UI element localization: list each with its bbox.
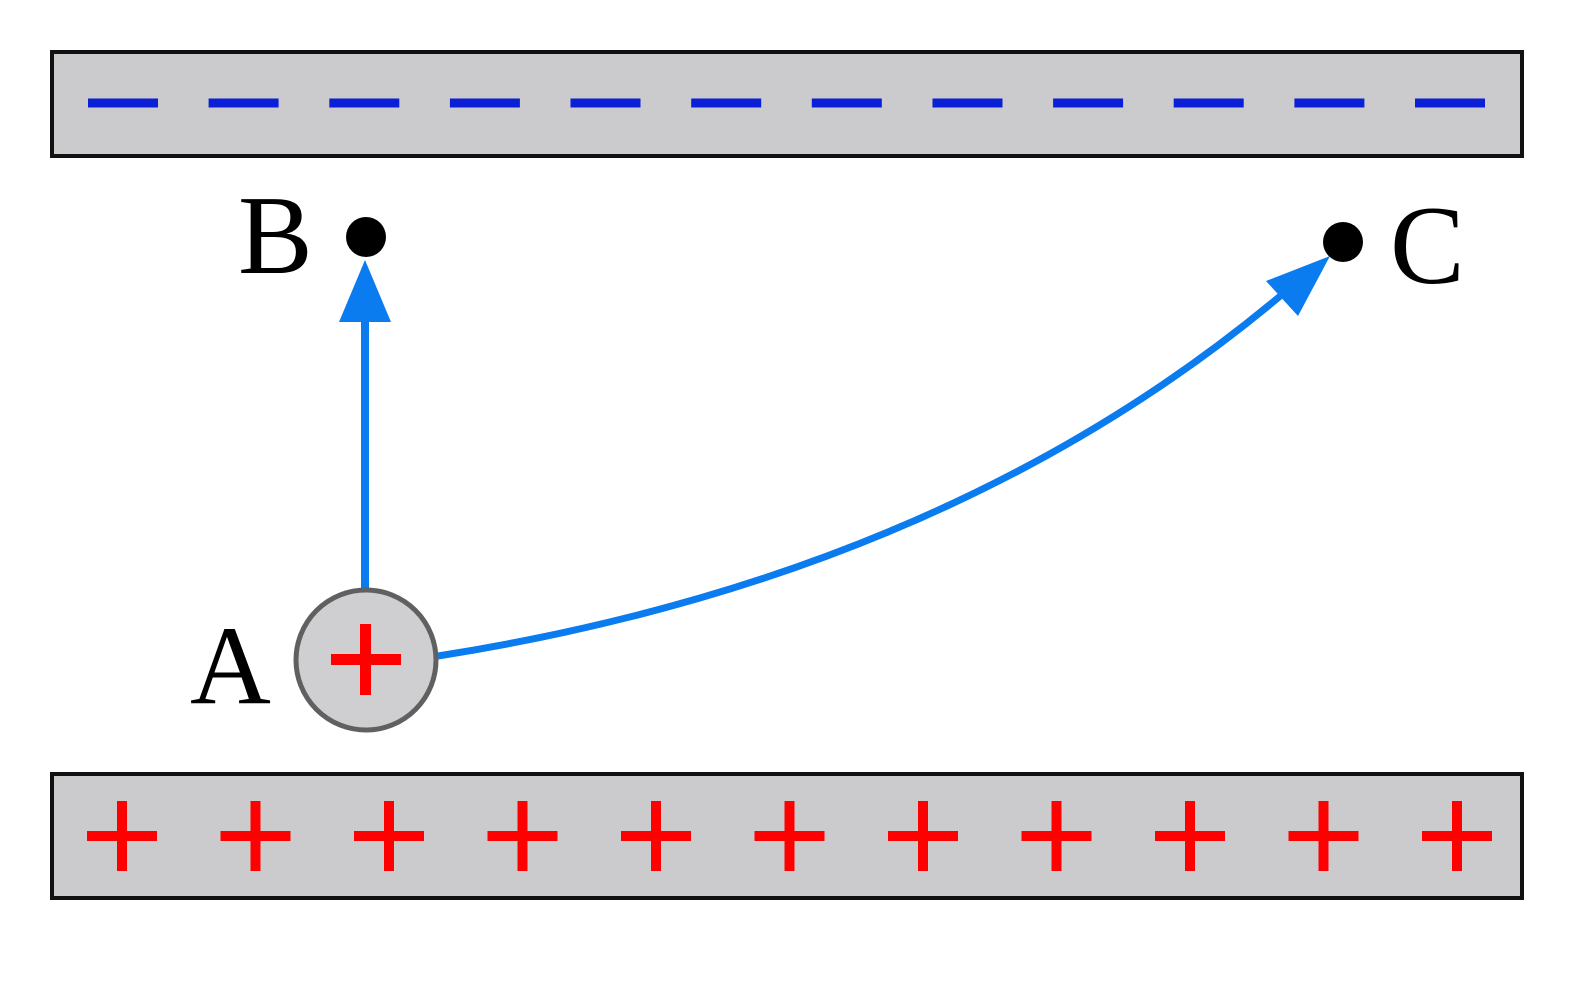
positive-charge	[754, 801, 825, 871]
arrowhead-b	[339, 260, 391, 322]
positive-charge	[220, 801, 291, 871]
particle-plus-sign	[331, 624, 401, 695]
negative-charge	[1053, 98, 1124, 108]
top-negative-plate	[50, 50, 1524, 158]
point-b-dot	[346, 217, 386, 257]
negative-charge	[1173, 98, 1244, 108]
negative-charge	[691, 98, 762, 108]
negative-charge	[811, 98, 882, 108]
positive-charge	[354, 801, 424, 871]
positive-charge	[621, 801, 691, 871]
positive-charges	[87, 801, 1492, 871]
path-a-to-c	[437, 289, 1288, 660]
point-c-label: C	[1390, 184, 1465, 308]
negative-charge	[88, 98, 158, 108]
arrowhead-c	[1266, 256, 1330, 316]
negative-charge	[570, 98, 641, 108]
negative-charge	[932, 98, 1003, 108]
negative-charge	[1294, 98, 1365, 108]
negative-charge	[449, 98, 520, 108]
negative-charge	[208, 98, 279, 108]
negative-charge	[1415, 98, 1485, 108]
positive-charge	[1021, 801, 1092, 871]
positive-charge	[1288, 801, 1359, 871]
positive-charge	[888, 801, 958, 871]
positive-charge	[1155, 801, 1225, 871]
point-b-label: B	[238, 174, 313, 298]
positive-charge	[1422, 801, 1492, 871]
point-a-label: A	[190, 604, 271, 728]
point-c-dot	[1323, 222, 1363, 262]
positive-charge	[87, 801, 157, 871]
negative-charges	[88, 98, 1485, 108]
positive-charge	[487, 801, 558, 871]
negative-charge	[329, 98, 400, 108]
